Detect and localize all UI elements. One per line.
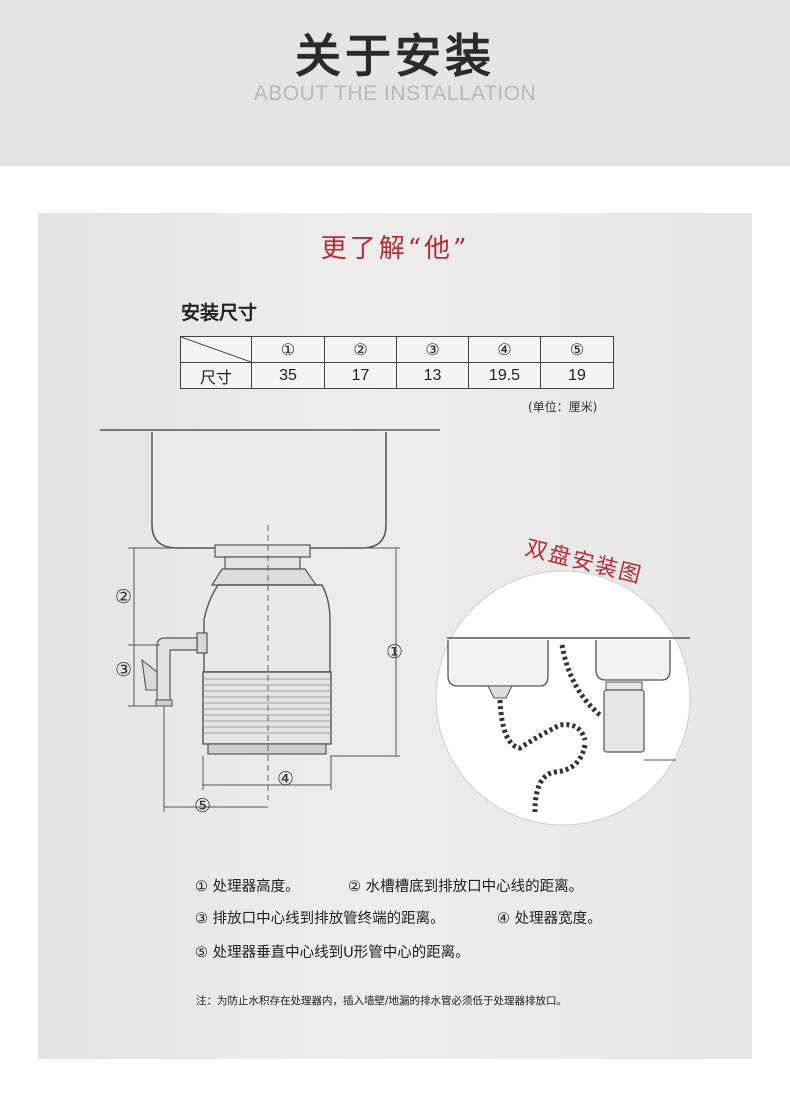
spec-col-4: ④ [468,336,541,363]
disposer-upper-body [203,584,331,673]
spec-corner-cell [180,336,252,363]
spec-value-5: 19 [540,362,614,389]
spec-value-2: 17 [324,362,397,389]
mount-ring [224,556,301,570]
sink-basin [151,432,387,549]
double-sink-circle [435,570,691,826]
sink-flange [214,544,311,558]
unit-label: (单位：厘米) [528,400,598,414]
left-sink-basin [447,640,549,687]
mini-disposer [603,689,645,753]
dimension-marker-4: ④ [277,768,295,790]
outlet-pipe [156,637,198,701]
dimension-marker-5: ⑤ [194,795,212,817]
legend-item-5: ⑤ 处理器垂直中心线到U形管中心的距离。 [195,945,470,961]
left-drain [487,685,513,699]
page-title: 关于安装 [295,29,495,83]
disposer-ribs [203,678,331,734]
spec-heading: 安装尺寸 [181,302,258,324]
mount-collar [210,568,318,586]
trap-joint [141,658,158,691]
dimension-marker-2: ② [115,586,133,608]
legend-item-2: ② 水槽槽底到排放口中心线的距离。 [348,879,584,895]
disposer-ribbed-body [202,671,332,745]
legend-item-4: ④ 处理器宽度。 [497,911,602,927]
spec-value-3: 13 [396,362,469,389]
spec-row-label: 尺寸 [180,362,252,389]
install-note: 注：为防止水积存在处理器内，插入墙壁/地漏的排水管必须低于处理器排放口。 [196,995,568,1007]
spec-col-5: ⑤ [540,336,614,363]
legend-item-1: ① 处理器高度。 [195,879,300,895]
mini-flange [605,681,643,691]
drain-hoses [497,644,602,813]
legend-item-3: ③ 排放口中心线到排放管终端的距离。 [195,911,445,927]
spec-value-4: 19.5 [468,362,541,389]
header-banner [0,0,790,166]
right-sink-basin [595,640,671,681]
diagonal-line-icon [181,337,251,362]
spec-value-row: 尺寸 35 17 13 19.5 19 [180,362,614,389]
spec-table: ① ② ③ ④ ⑤ 尺寸 35 17 13 19.5 19 [180,336,614,389]
dimension-lines [128,547,400,812]
dimension-marker-1: ① [386,641,404,663]
outlet-port [196,632,208,654]
pipe-end [155,699,173,707]
page-subtitle: ABOUT THE INSTALLATION [253,82,537,105]
disposer-base [207,743,327,755]
panel-title: 更了解“他” [320,234,470,264]
dimension-marker-3: ③ [115,659,133,681]
